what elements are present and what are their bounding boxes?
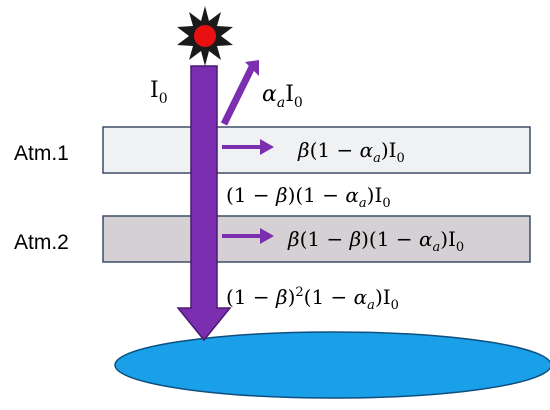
transmitted-equation-atm1: (1 − β)(1 − αa)I0 (226, 183, 391, 211)
reflected-arrow (220, 65, 256, 126)
atm2-layer (102, 215, 531, 263)
absorbed-arrow-atm2 (222, 228, 274, 244)
atm1-layer (102, 126, 531, 174)
sun-icon (177, 6, 233, 66)
reflected-equation: αaI0 (262, 82, 303, 111)
atm2-label: Atm.2 (14, 231, 69, 254)
atm1-label: Atm.1 (14, 142, 69, 165)
ground-ellipse (114, 331, 550, 399)
absorbed-equation-atm1: β(1 − αa)I0 (297, 138, 405, 166)
beam-label: I0 (150, 78, 168, 107)
transmitted-equation-atm2: (1 − β)2(1 − αa)I0 (226, 285, 399, 313)
incoming-beam (176, 65, 232, 342)
absorbed-arrow-atm1 (222, 139, 274, 155)
